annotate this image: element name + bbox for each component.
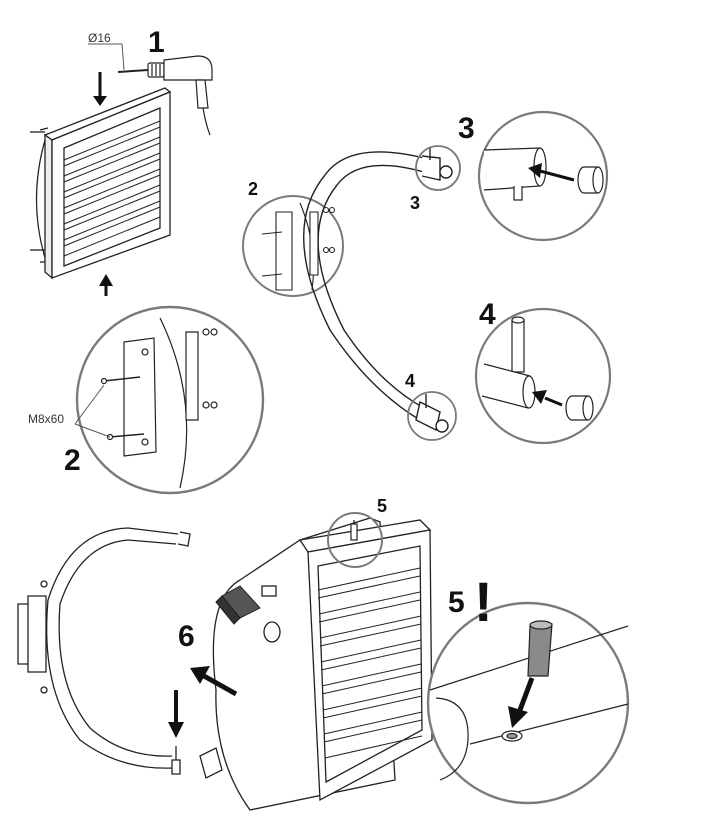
warning-mark: ! — [474, 570, 493, 633]
step-number-4-large: 4 — [479, 298, 496, 331]
bracket-detail-small — [261, 202, 336, 291]
detail-circle-step4-small — [407, 391, 457, 441]
detail-circle-step5-small — [327, 512, 383, 568]
step-number-3-large: 3 — [458, 112, 475, 145]
detail-circle-step2 — [75, 305, 265, 495]
pipe-plug-detail-step3 — [483, 147, 604, 201]
bracket-detail-large — [100, 317, 218, 489]
bolt-leader-lines — [74, 384, 111, 438]
insert-plug-arrow-step4 — [532, 390, 563, 407]
insert-plug-arrow-step3 — [528, 163, 575, 182]
step-number-5-small: 5 — [377, 496, 388, 516]
step-number-3-small: 3 — [410, 193, 421, 213]
step-number-1: 1 — [148, 26, 165, 59]
step-number-6: 6 — [178, 620, 195, 653]
drill-position-arrow-bottom — [99, 274, 113, 296]
curved-mounting-arm — [303, 148, 453, 433]
vent-pin-small — [350, 523, 358, 541]
heater-front-view — [30, 87, 172, 280]
drill-icon — [117, 55, 213, 136]
step-number-4-small: 4 — [405, 371, 416, 391]
step-number-2-large: 2 — [64, 444, 81, 477]
vent-plug-icon — [527, 620, 553, 677]
heater-side-view — [199, 517, 433, 811]
detail-circle-step3-small — [415, 145, 461, 191]
insert-vent-arrow-step5 — [508, 677, 535, 728]
detail-circle-step5 — [426, 601, 630, 805]
drill-position-arrow-top — [93, 72, 107, 106]
mounting-arm-side-view — [17, 527, 191, 775]
airflow-arrow-step6 — [190, 666, 238, 697]
pipe-plug-detail-step4 — [481, 316, 594, 421]
step-number-5-large: 5 — [448, 586, 465, 619]
bolt-size-label: M8x60 — [28, 412, 65, 426]
drill-diameter-label: Ø16 — [88, 31, 111, 45]
step-number-2-small: 2 — [248, 179, 259, 199]
lower-arm-arrow — [168, 690, 184, 738]
control-box-icon — [215, 585, 261, 625]
